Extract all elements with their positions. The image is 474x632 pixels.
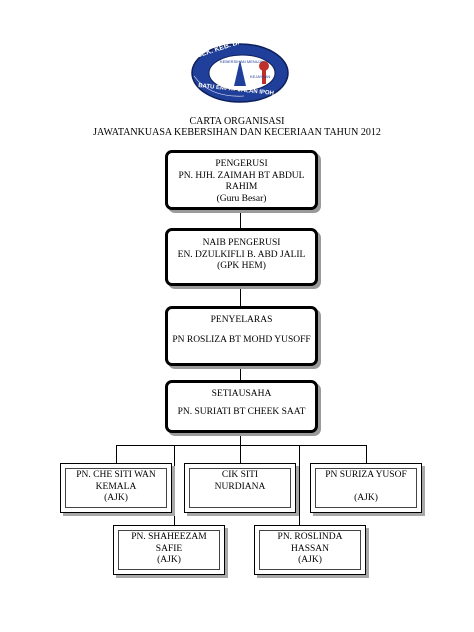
logo-text-mid1: KEBERSIHAN MENUJU — [220, 59, 264, 64]
connector-penyelaras-setiausaha — [240, 366, 241, 380]
chart-title: CARTA ORGANISASI — [189, 116, 285, 127]
school-logo-emblem — [191, 43, 289, 103]
connector-pengerusi-naib — [240, 210, 241, 228]
ajk-line1: CIK SITI — [221, 470, 259, 480]
ajk-line3: (AJK) — [298, 555, 322, 565]
penyelaras-role: PENYELARAS — [210, 315, 273, 325]
penyelaras-name: PN ROSLIZA BT MOHD YUSOFF — [172, 334, 311, 345]
naib-note: (GPK HEM) — [217, 261, 266, 271]
school-logo: SEK. KEB. BATU KEBERSIHAN MENUJU KEJAYAA… — [190, 36, 290, 104]
ajk-box-inner-border — [65, 468, 167, 508]
ajk-line2: NURDIANA — [214, 481, 266, 492]
naib-name: EN. DZULKIFLI B. ABD JALIL — [177, 249, 306, 260]
connector-horizontal — [116, 445, 366, 446]
ajk-box-roslinda-hassan: PN. ROSLINDA HASSAN (AJK) — [254, 525, 366, 575]
ajk-line1: PN SURIZA YUSOF — [325, 470, 407, 480]
chart-subtitle: JAWATANKUASA KEBERSIHAN DAN KECERIAAN TA… — [93, 127, 381, 138]
ajk-box-inner-border — [259, 530, 361, 570]
naib-pengerusi-box: NAIB PENGERUSI EN. DZULKIFLI B. ABD JALI… — [165, 228, 318, 286]
penyelaras-box: PENYELARAS PN ROSLIZA BT MOHD YUSOFF — [165, 306, 318, 366]
pengerusi-box: PENGERUSI PN. HJH. ZAIMAH BT ABDUL RAHIM… — [165, 150, 318, 210]
ajk-line3: (AJK) — [157, 555, 181, 565]
naib-role: NAIB PENGERUSI — [202, 238, 281, 248]
ajk-box-suriza-yusof: PN SURIZA YUSOF (AJK) — [310, 463, 422, 513]
ajk-line1: PN. ROSLINDA — [277, 532, 343, 542]
ajk-box-siti-nurdiana: CIK SITI NURDIANA — [184, 463, 296, 513]
ajk-line2: HASSAN — [290, 543, 329, 554]
pengerusi-note: (Guru Besar) — [216, 193, 267, 204]
pengerusi-name-line2: RAHIM — [225, 182, 258, 192]
ajk-line2: KEMALA — [95, 481, 137, 492]
ajk-box-inner-border — [315, 468, 417, 508]
setiausaha-role: SETIAUSAHA — [211, 389, 272, 399]
connector-drop-5 — [366, 445, 367, 463]
setiausaha-name: PN. SURIATI BT CHEEK SAAT — [177, 406, 306, 417]
setiausaha-box: SETIAUSAHA PN. SURIATI BT CHEEK SAAT — [165, 380, 318, 433]
ajk-box-inner-border — [118, 530, 220, 570]
ajk-box-shaheezam-safie: PN. SHAHEEZAM SAFIE (AJK) — [113, 525, 225, 575]
pengerusi-role: PENGERUSI — [215, 159, 268, 169]
ajk-line1: PN. SHAHEEZAM — [131, 532, 207, 542]
ajk-box-che-siti-wan: PN. CHE SITI WAN KEMALA (AJK) — [60, 463, 172, 513]
connector-drop-3 — [240, 445, 241, 463]
connector-drop-4 — [299, 445, 300, 525]
pengerusi-name-line1: PN. HJH. ZAIMAH BT ABDUL — [178, 170, 305, 181]
logo-text-mid2: KEJAYAAN — [250, 74, 271, 79]
ajk-box-inner-border — [189, 468, 291, 508]
connector-drop-2 — [174, 445, 175, 525]
ajk-line3: (AJK) — [104, 493, 128, 503]
connector-setiausaha-down — [240, 433, 241, 445]
ajk-line3: (AJK) — [354, 492, 378, 503]
connector-drop-1 — [116, 445, 117, 463]
ajk-line1: PN. CHE SITI WAN — [76, 470, 156, 480]
ajk-line2: SAFIE — [155, 543, 183, 554]
connector-naib-penyelaras — [240, 286, 241, 306]
